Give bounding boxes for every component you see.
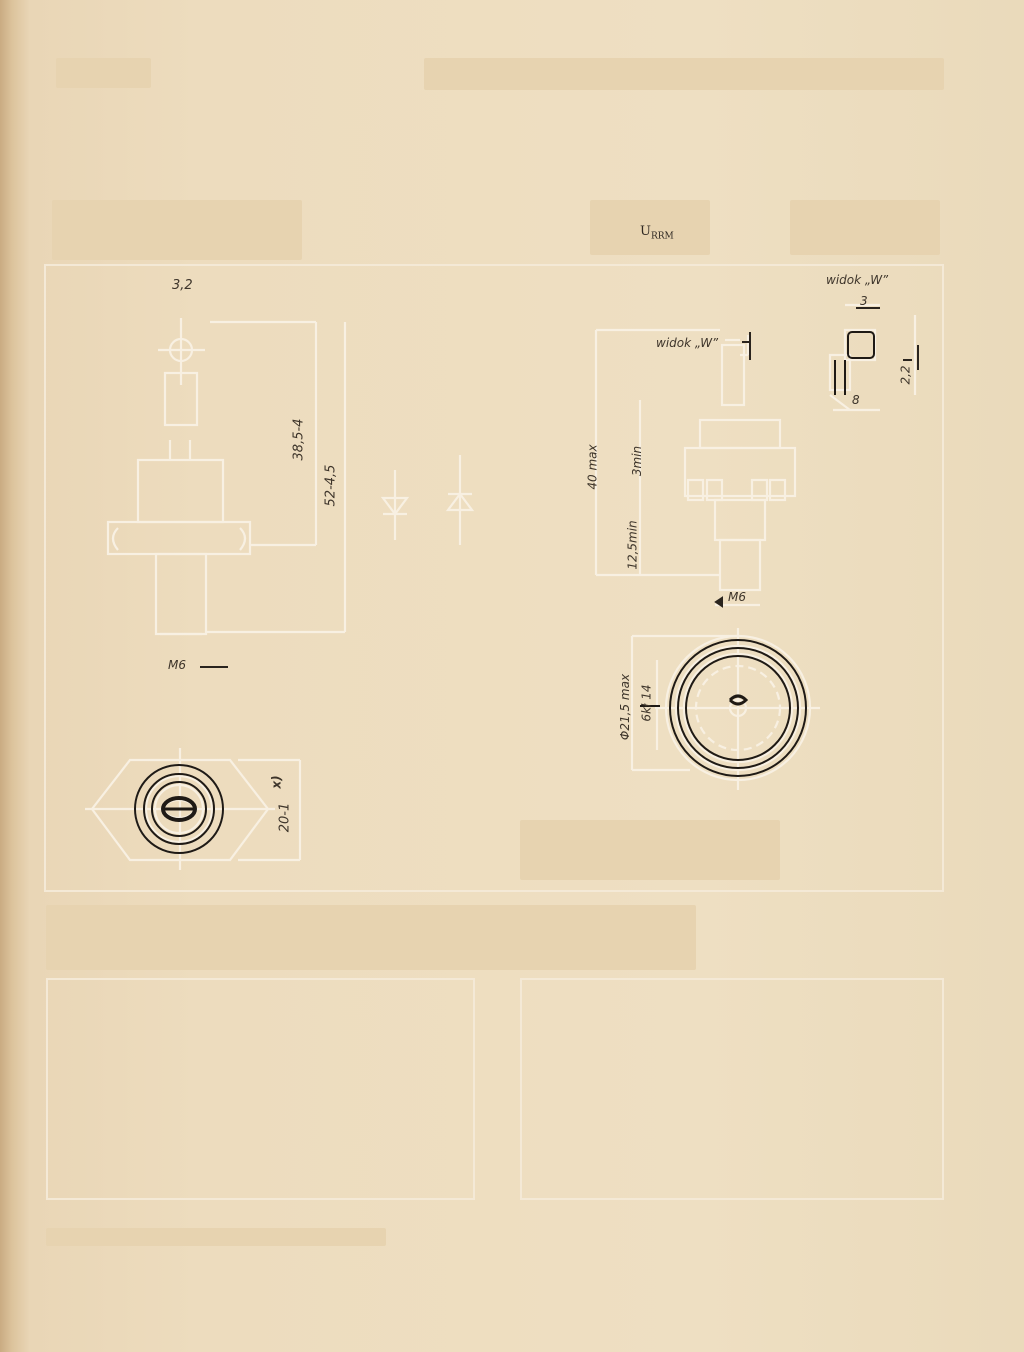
dim-min-top-label: 3min: [630, 445, 645, 477]
dim-thread-left-label: M6: [168, 658, 186, 672]
faded-type-list-header: [424, 58, 944, 90]
dim-total-height-label: 40 max: [585, 444, 600, 490]
faded-footnote: [46, 1228, 386, 1246]
faded-table-left: [46, 978, 475, 1200]
dim-hex-mark-label: x): [269, 775, 284, 789]
diode-symbols: [380, 455, 475, 545]
faded-table-right: [520, 978, 944, 1200]
dim-diameter-label: Φ21,5 max: [618, 673, 633, 741]
view-label-main: widok „W”: [656, 336, 719, 350]
dim-hole-label: 3,2: [172, 278, 193, 293]
dim-terminal-length-label: 8: [852, 393, 860, 407]
dim-thread-right-label: M6: [728, 590, 746, 604]
dim-min-bottom-label: 12,5min: [625, 520, 640, 570]
terminal-detail-view: [828, 303, 917, 412]
urrm-symbol: URRM: [640, 224, 674, 242]
right-diode-side-view: [594, 328, 797, 607]
faded-text-block-mid: [590, 200, 710, 255]
faded-caption-block: [520, 820, 780, 880]
right-diode-top-view: [630, 628, 820, 790]
dim-hex-label: 6kł 14: [639, 684, 654, 722]
view-label-detail: widok „W”: [826, 273, 889, 287]
dim-height-a-label: 38,5-4: [291, 418, 307, 461]
dim-hex-width-label: 20-1: [277, 802, 293, 833]
faded-text-block-right: [790, 200, 940, 255]
left-diode-side-view: [106, 318, 347, 636]
dim-terminal-width-label: 3: [860, 294, 868, 308]
faded-notes-block: [46, 905, 696, 970]
dim-terminal-height-label: 2,2: [898, 365, 913, 385]
faded-text-block-left: [52, 200, 302, 260]
dim-height-b-label: 52-4,5: [323, 464, 339, 507]
faded-page-code: [56, 58, 151, 88]
drawing-frame: [44, 264, 944, 892]
